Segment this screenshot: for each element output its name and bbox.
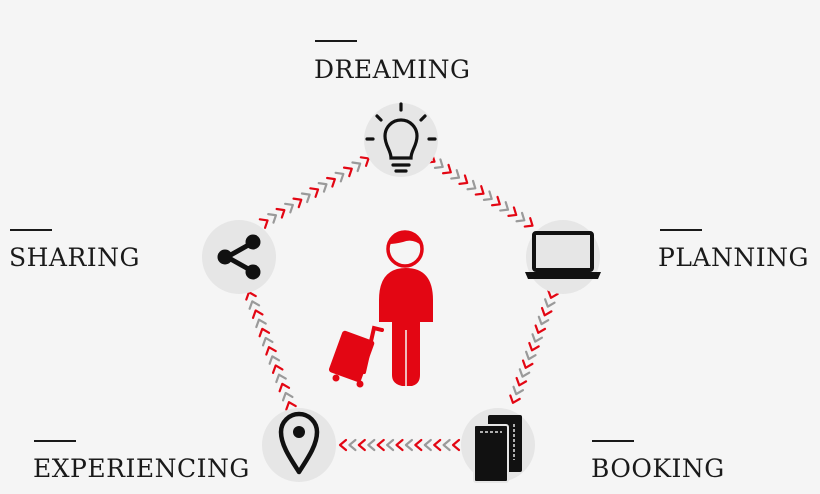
arrows-dreaming-to-planning	[425, 153, 534, 228]
chevron	[258, 327, 271, 338]
chevron	[248, 300, 261, 310]
traveler-with-suitcase-icon	[328, 230, 433, 388]
chevron	[261, 336, 274, 347]
sharing-rule	[10, 229, 52, 231]
chevron	[534, 324, 547, 334]
arrows-experiencing-to-sharing	[245, 291, 297, 411]
label-dreaming: DREAMING	[314, 55, 471, 84]
share-icon	[217, 234, 261, 280]
chevron	[326, 176, 336, 188]
dreaming-rule	[315, 40, 357, 42]
chevron	[537, 315, 550, 326]
chevron	[386, 438, 395, 452]
chevron	[458, 174, 469, 185]
chevron	[528, 341, 540, 352]
chevron	[367, 438, 376, 452]
chevron	[490, 195, 501, 207]
laptop-icon	[525, 231, 601, 279]
chevron	[267, 213, 278, 224]
cycle-arrows	[245, 153, 559, 452]
chevron	[395, 438, 404, 452]
chevron	[523, 217, 534, 228]
chevron	[348, 438, 357, 452]
chevron	[268, 355, 281, 365]
chevron	[509, 394, 521, 404]
chevron	[342, 166, 353, 178]
chevron	[284, 202, 294, 214]
label-experiencing: EXPERIENCING	[33, 454, 250, 483]
chevron	[499, 201, 510, 212]
lightbulb-icon	[365, 102, 437, 173]
label-booking: BOOKING	[591, 454, 725, 483]
chevron	[281, 391, 294, 402]
chevron	[300, 192, 311, 204]
chevron	[531, 333, 544, 343]
chevron	[404, 438, 413, 452]
chevron	[466, 179, 477, 191]
chevron	[450, 169, 461, 180]
chevron	[351, 161, 362, 173]
chevron	[423, 438, 432, 452]
chevron	[275, 373, 287, 384]
arrows-booking-to-experiencing	[338, 438, 461, 452]
chevron	[507, 206, 518, 217]
chevron	[515, 376, 528, 387]
chevron	[285, 401, 297, 411]
chevron	[278, 382, 291, 393]
chevron	[433, 438, 442, 452]
chevron	[433, 158, 444, 169]
chevron	[482, 190, 493, 201]
chevron	[441, 163, 452, 175]
chevron	[521, 359, 534, 369]
chevron	[258, 218, 269, 229]
chevron	[275, 207, 286, 219]
chevron	[317, 182, 328, 193]
planning-rule	[660, 229, 702, 231]
chevron	[512, 385, 525, 396]
arrows-planning-to-booking	[509, 289, 559, 404]
chevron	[338, 438, 348, 452]
chevron	[292, 197, 303, 209]
node-sharing	[202, 220, 276, 294]
chevron	[442, 438, 451, 452]
tickets-icon	[473, 415, 522, 483]
location-pin-icon	[278, 411, 320, 475]
chevron	[357, 438, 366, 452]
chevron	[359, 156, 370, 167]
chevron	[309, 187, 320, 198]
experiencing-rule	[34, 440, 76, 442]
chevron	[515, 211, 526, 223]
chevron	[547, 289, 559, 299]
chevron	[474, 185, 485, 196]
label-sharing: SHARING	[9, 243, 141, 272]
chevron	[544, 298, 556, 308]
booking-rule	[592, 440, 634, 442]
chevron	[540, 306, 553, 317]
chevron	[255, 318, 267, 329]
chevron	[518, 368, 531, 378]
chevron	[251, 309, 264, 319]
chevron	[414, 438, 423, 452]
chevron	[376, 438, 385, 452]
chevron	[451, 438, 461, 452]
arrows-sharing-to-dreaming	[258, 156, 370, 229]
chevron	[265, 346, 277, 356]
chevron	[525, 350, 537, 361]
node-dreaming	[364, 103, 438, 177]
chevron	[271, 364, 284, 374]
label-planning: PLANNING	[658, 243, 809, 272]
chevron	[334, 171, 345, 183]
